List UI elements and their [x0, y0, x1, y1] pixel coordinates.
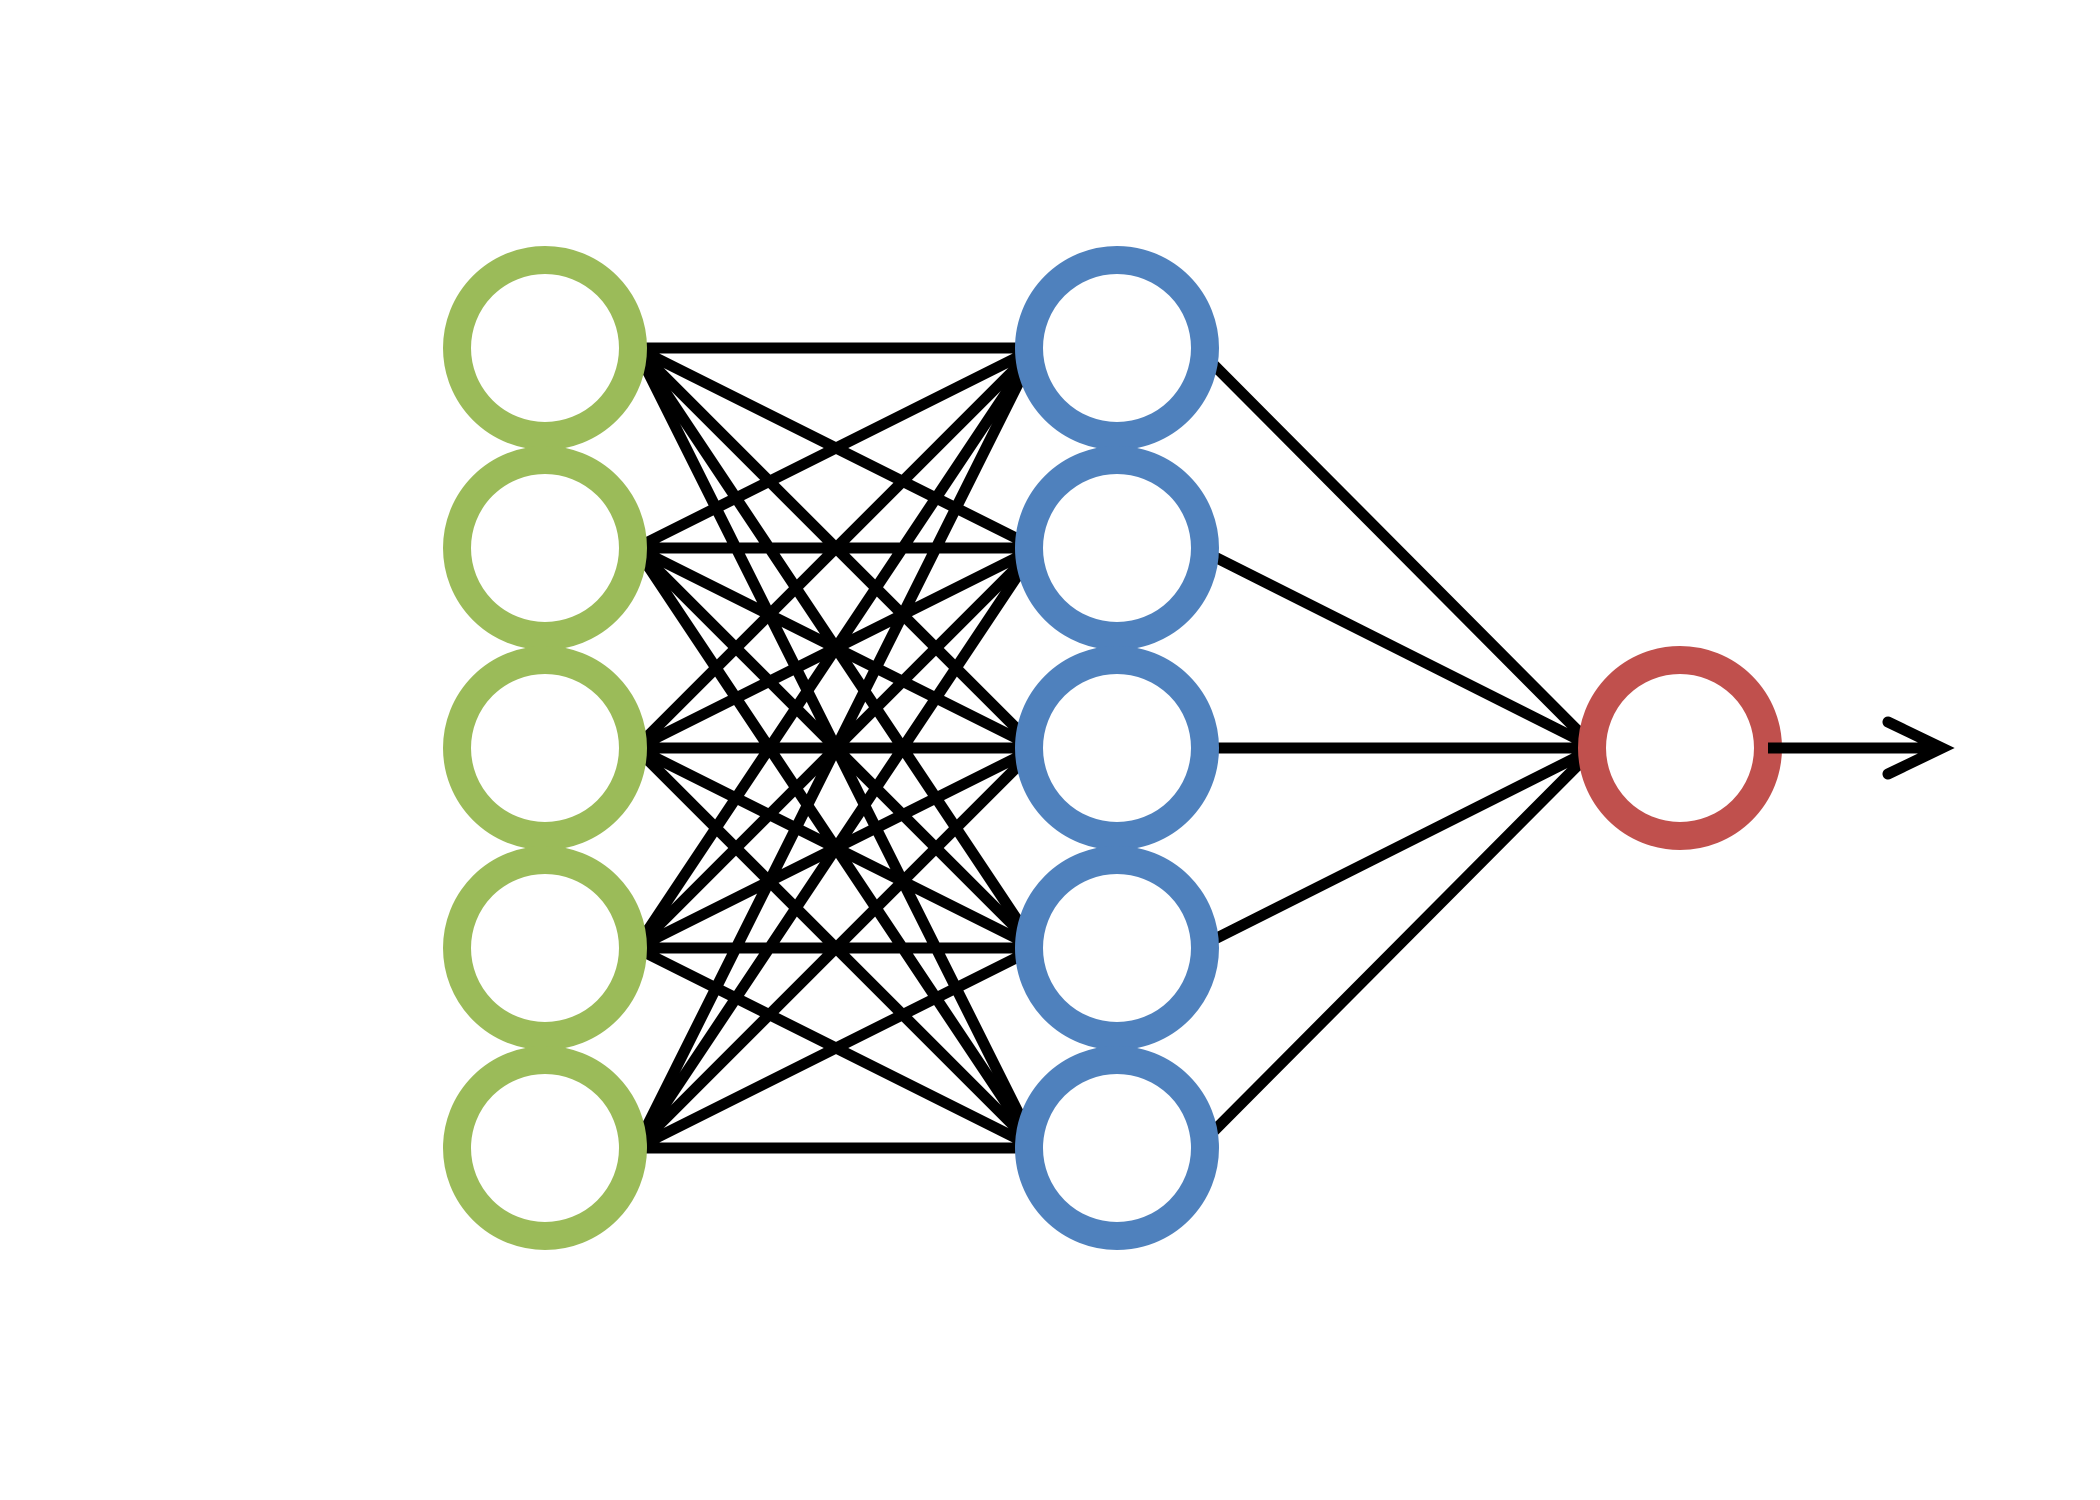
edge-input-5-hidden-2	[631, 544, 1041, 1152]
edge-input-3-hidden-1	[632, 344, 1040, 752]
edge-hidden-5-output-1	[1193, 744, 1599, 1152]
edge-input-4-hidden-1	[631, 344, 1041, 952]
edge-hidden-4-output-1	[1194, 743, 1598, 953]
output-node-1	[1578, 646, 1782, 850]
edge-hidden-1-output-1	[1193, 344, 1599, 752]
edge-input-5-hidden-1	[631, 345, 1041, 1151]
output-arrow	[1768, 716, 1955, 780]
hidden-node-2	[1015, 446, 1219, 650]
hidden-node-4	[1015, 846, 1219, 1050]
hidden-node-1	[1015, 246, 1219, 450]
edge-input-2-hidden-1	[633, 343, 1039, 553]
input-node-3	[443, 646, 647, 850]
input-node-2	[443, 446, 647, 650]
edge-hidden-2-output-1	[1194, 543, 1598, 753]
output-arrow-head	[1882, 716, 1955, 780]
edge-input-5-hidden-3	[632, 744, 1040, 1152]
input-node-1	[443, 246, 647, 450]
network-nodes	[443, 246, 1782, 1250]
input-node-4	[443, 846, 647, 1050]
input-node-5	[443, 1046, 647, 1250]
connection-edges	[631, 342, 1599, 1154]
hidden-node-3	[1015, 646, 1219, 850]
edge-input-5-hidden-4	[633, 943, 1039, 1153]
hidden-node-5	[1015, 1046, 1219, 1250]
